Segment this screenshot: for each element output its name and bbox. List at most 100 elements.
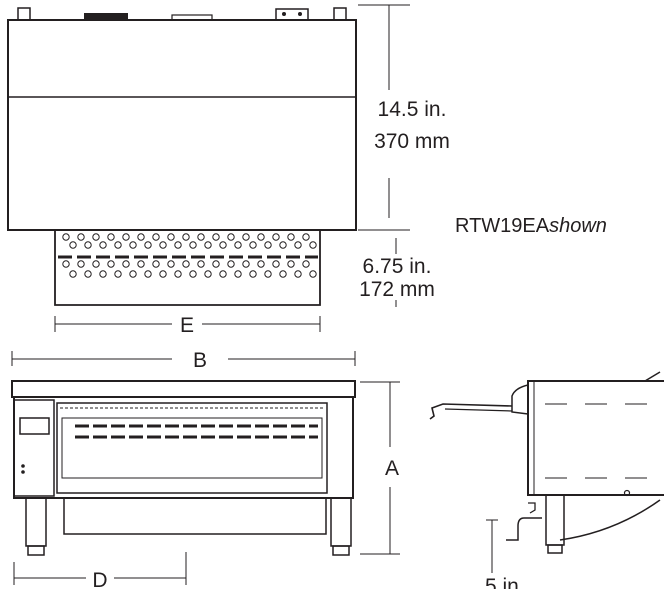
conveyor-hole	[272, 233, 280, 241]
conveyor-hole	[114, 241, 122, 249]
side-leg	[545, 494, 565, 546]
conveyor-hole	[204, 270, 212, 278]
side-loading-shelf	[429, 403, 513, 420]
conveyor-hole	[152, 260, 160, 268]
top-corner-foot-right	[333, 7, 347, 21]
side-foot	[547, 544, 563, 554]
conveyor-hole	[242, 260, 250, 268]
side-front-trim	[511, 384, 529, 415]
conveyor-hole	[174, 241, 182, 249]
conveyor-hole	[159, 241, 167, 249]
front-oven-opening	[56, 402, 328, 494]
conveyor-hole	[204, 241, 212, 249]
conveyor-hole	[294, 241, 302, 249]
side-body	[527, 380, 664, 496]
side-tray-handle	[528, 502, 536, 514]
front-crumb-tray	[63, 497, 327, 535]
conveyor-hole	[99, 270, 107, 278]
conveyor-hole	[182, 233, 190, 241]
conveyor-hole	[129, 270, 137, 278]
top-rear-fitting-screw-1	[282, 12, 286, 16]
conveyor-hole	[287, 260, 295, 268]
conveyor-hole	[234, 270, 242, 278]
conveyor-hole	[264, 241, 272, 249]
conveyor-hole	[84, 241, 92, 249]
conveyor-hole	[257, 260, 265, 268]
conveyor-hole	[279, 241, 287, 249]
top-view-conveyor	[54, 230, 321, 306]
front-top-slab	[11, 380, 356, 398]
conveyor-hole	[137, 260, 145, 268]
conveyor-hole	[189, 241, 197, 249]
conveyor-hole	[107, 260, 115, 268]
front-leg-right	[330, 497, 352, 547]
conveyor-hole	[174, 270, 182, 278]
conveyor-hole	[107, 233, 115, 241]
conveyor-hole	[182, 260, 190, 268]
conveyor-hole	[69, 241, 77, 249]
conveyor-hole	[264, 270, 272, 278]
conveyor-hole	[144, 270, 152, 278]
conveyor-hole	[309, 270, 317, 278]
conveyor-hole	[227, 260, 235, 268]
conveyor-hole	[219, 241, 227, 249]
conveyor-hole	[62, 233, 70, 241]
conveyor-hole	[77, 260, 85, 268]
conveyor-hole	[249, 241, 257, 249]
conveyor-dim-imperial: 6.75 in.	[363, 255, 432, 278]
conveyor-hole	[249, 270, 257, 278]
conveyor-hole	[152, 233, 160, 241]
model-caption-suffix: shown	[549, 215, 607, 237]
front-view: B A D	[11, 349, 400, 589]
conveyor-hole	[77, 233, 85, 241]
front-control-switch-1	[21, 464, 25, 468]
conveyor-hole	[92, 260, 100, 268]
front-foot-right	[332, 545, 350, 556]
top-rear-fitting	[275, 8, 309, 21]
conveyor-hole	[302, 260, 310, 268]
conveyor-hole	[197, 233, 205, 241]
front-oven-inner	[61, 417, 323, 479]
conveyor-hole	[99, 241, 107, 249]
conveyor-hole	[114, 270, 122, 278]
side-screw	[623, 489, 631, 497]
conveyor-hole	[279, 270, 287, 278]
conveyor-hole	[122, 260, 130, 268]
height-dim-imperial: 14.5 in.	[378, 98, 447, 121]
top-corner-foot-left	[17, 7, 31, 21]
conveyor-hole	[257, 233, 265, 241]
conveyor-hole	[167, 233, 175, 241]
conveyor-hole	[294, 270, 302, 278]
conveyor-dim-metric: 172 mm	[359, 278, 435, 301]
e-dim-label: E	[180, 314, 194, 337]
conveyor-hole	[144, 241, 152, 249]
front-leg-left	[25, 497, 47, 547]
a-dim-label: A	[385, 457, 399, 480]
conveyor-hole	[212, 260, 220, 268]
conveyor-hole	[189, 270, 197, 278]
conveyor-hole	[167, 260, 175, 268]
conveyor-hole	[159, 270, 167, 278]
conveyor-hole	[302, 233, 310, 241]
model-caption: RTW19EAshown	[455, 215, 607, 237]
conveyor-hole	[62, 260, 70, 268]
conveyor-hole	[242, 233, 250, 241]
front-control-display	[19, 417, 50, 435]
conveyor-hole	[272, 260, 280, 268]
conveyor-hole	[287, 233, 295, 241]
conveyor-hole	[197, 260, 205, 268]
front-foot-left	[27, 545, 45, 556]
b-dim-label: B	[193, 349, 207, 372]
conveyor-hole	[234, 241, 242, 249]
conveyor-hole	[219, 270, 227, 278]
top-rear-fitting-screw-2	[298, 12, 302, 16]
conveyor-holes	[62, 233, 317, 278]
side-view: 5 in.	[429, 371, 664, 589]
d-dim-label: D	[92, 569, 107, 589]
conveyor-hole	[227, 233, 235, 241]
conveyor-hole	[122, 233, 130, 241]
front-control-panel	[13, 399, 55, 497]
front-body	[13, 396, 354, 499]
five-in-dim-label: 5 in.	[485, 575, 525, 589]
